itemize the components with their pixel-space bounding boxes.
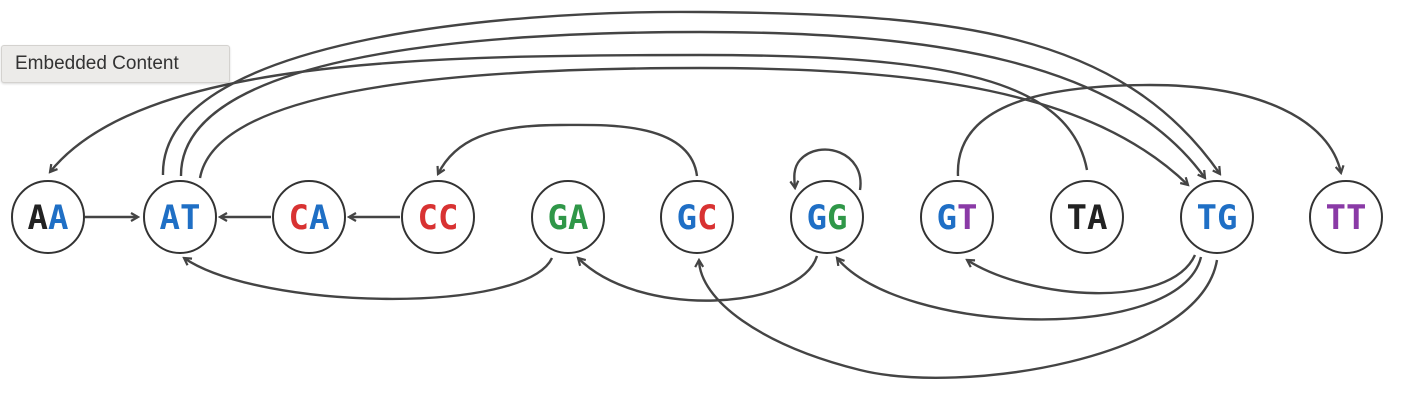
node-label: TA — [1067, 198, 1108, 238]
node-char-2: T — [1346, 198, 1366, 238]
node-gc: GC — [660, 180, 734, 254]
node-circle — [401, 180, 475, 254]
node-char-1: G — [677, 198, 697, 238]
node-label: TG — [1197, 198, 1238, 238]
node-cc: CC — [401, 180, 475, 254]
embedded-content-badge: Embedded Content — [1, 45, 230, 83]
node-char-1: T — [1197, 198, 1217, 238]
node-char-2: A — [568, 198, 588, 238]
node-label: GC — [677, 198, 718, 238]
node-label: AT — [160, 198, 201, 238]
node-char-2: G — [1217, 198, 1237, 238]
node-circle — [1309, 180, 1383, 254]
node-circle — [1180, 180, 1254, 254]
node-char-2: T — [180, 198, 200, 238]
node-char-1: T — [1326, 198, 1346, 238]
edge-tg-to-gc — [699, 260, 1219, 379]
node-ta: TA — [1050, 180, 1124, 254]
node-char-1: A — [28, 198, 48, 238]
node-circle — [272, 180, 346, 254]
node-label: TT — [1326, 198, 1367, 238]
node-label: AA — [28, 198, 69, 238]
node-circle — [920, 180, 994, 254]
node-gt: GT — [920, 180, 994, 254]
edge-at-to-tg — [198, 66, 1188, 185]
node-circle — [11, 180, 85, 254]
embedded-content-label: Embedded Content — [15, 53, 179, 74]
node-tg: TG — [1180, 180, 1254, 254]
node-label: GG — [807, 198, 848, 238]
node-char-1: T — [1067, 198, 1087, 238]
node-ca: CA — [272, 180, 346, 254]
node-circle — [143, 180, 217, 254]
node-circle — [531, 180, 605, 254]
node-char-1: G — [937, 198, 957, 238]
edge-gg-to-gg — [794, 148, 862, 190]
node-circle — [660, 180, 734, 254]
edge-ga-to-at — [184, 258, 554, 301]
node-char-2: C — [438, 198, 458, 238]
edge-ta-to-aa — [50, 53, 1089, 172]
edge-tg-to-gt — [967, 254, 1197, 295]
node-ga: GA — [531, 180, 605, 254]
edge-at-to-tg — [161, 10, 1220, 175]
node-char-1: G — [548, 198, 568, 238]
node-char-1: A — [160, 198, 180, 238]
node-aa: AA — [11, 180, 85, 254]
node-char-2: A — [48, 198, 68, 238]
node-gg: GG — [790, 180, 864, 254]
node-char-1: C — [289, 198, 309, 238]
edge-gt-to-tt — [956, 83, 1341, 177]
node-char-1: G — [807, 198, 827, 238]
node-char-2: A — [309, 198, 329, 238]
node-label: CA — [289, 198, 330, 238]
node-label: GT — [937, 198, 978, 238]
node-char-1: C — [418, 198, 438, 238]
node-circle — [790, 180, 864, 254]
node-circle — [1050, 180, 1124, 254]
edge-gg-to-ga — [578, 255, 819, 302]
edge-tg-to-gg — [837, 257, 1203, 321]
node-label: CC — [418, 198, 459, 238]
node-label: GA — [548, 198, 589, 238]
node-char-2: A — [1087, 198, 1107, 238]
node-at: AT — [143, 180, 217, 254]
node-char-2: T — [957, 198, 977, 238]
edge-gc-to-cc — [438, 123, 699, 177]
node-char-2: G — [827, 198, 847, 238]
node-tt: TT — [1309, 180, 1383, 254]
node-char-2: C — [697, 198, 717, 238]
